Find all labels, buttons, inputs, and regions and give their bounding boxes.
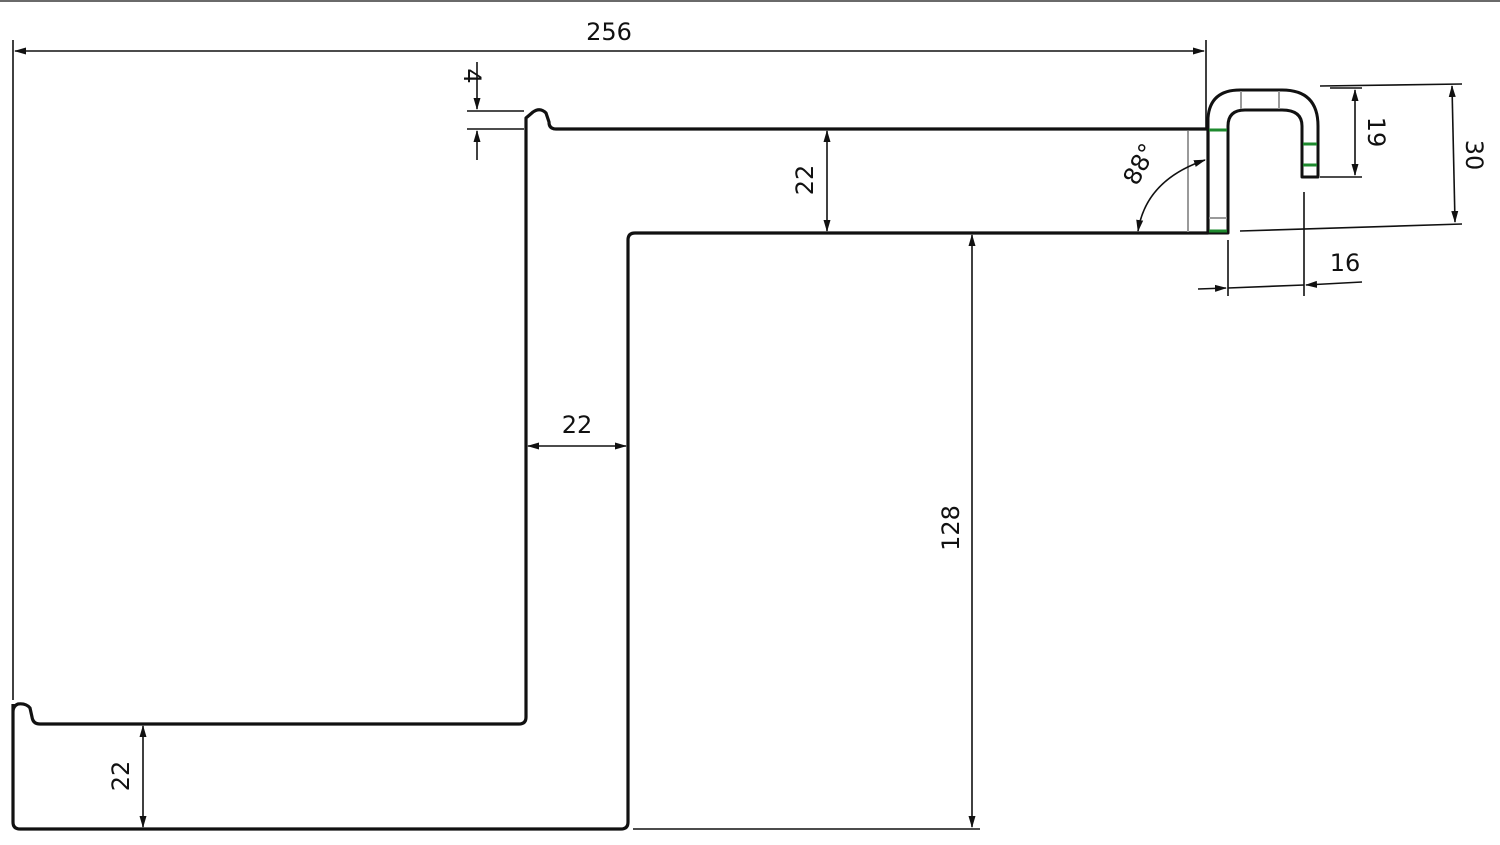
dimension-4: 4	[458, 62, 524, 160]
dimension-22-top-label: 22	[791, 165, 819, 196]
hook-paint-marks	[1209, 128, 1317, 233]
hook-outline	[1206, 88, 1320, 235]
dimension-22-middle: 22	[527, 411, 627, 450]
dimension-30: 30	[1239, 83, 1488, 232]
dimension-19-label: 19	[1362, 117, 1390, 148]
dimension-16: 16	[1197, 192, 1363, 296]
dimension-4-label: 4	[458, 68, 486, 83]
dimension-22-top: 22	[791, 130, 831, 232]
dimension-22-bottom-label: 22	[107, 761, 135, 792]
angle-88-label: 88°	[1118, 139, 1163, 190]
dimension-22-bottom: 22	[107, 725, 147, 828]
dimension-22-middle-label: 22	[562, 411, 593, 439]
frame-top-edge	[0, 0, 1500, 2]
angle-88: 88°	[1118, 139, 1206, 232]
dimension-128: 128	[633, 234, 980, 830]
dimension-256: 256	[12, 18, 1207, 700]
dimension-128-label: 128	[937, 505, 965, 551]
dimension-19: 19	[1320, 87, 1390, 178]
dimension-16-label: 16	[1330, 249, 1361, 277]
profile-outline	[11, 108, 1210, 831]
dimension-256-label: 256	[586, 18, 632, 46]
dimension-30-label: 30	[1460, 140, 1488, 171]
